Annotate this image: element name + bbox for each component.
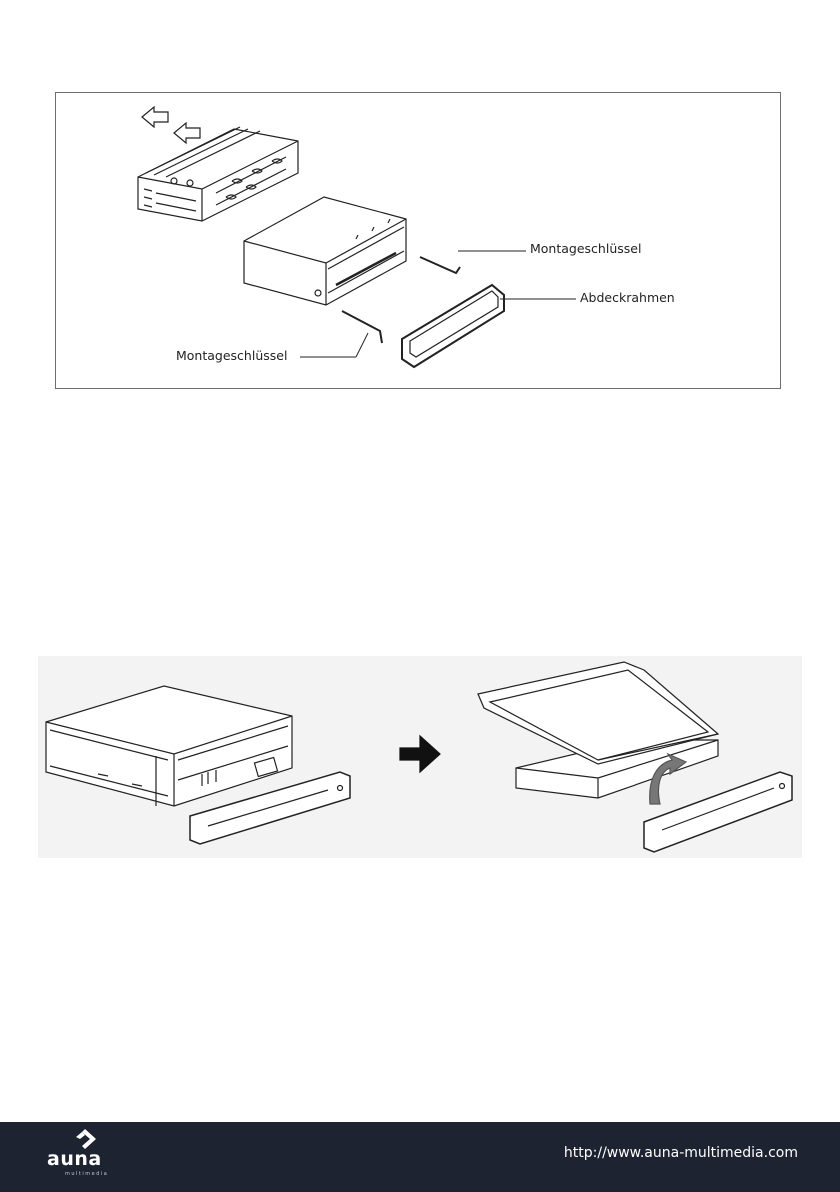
mounting-sleeve [138,127,298,221]
brand-subtitle: multimedia [65,1172,108,1177]
installation-diagram: Montageschlüssel Abdeckrahmen Montagesch… [55,92,781,389]
faceplate-into-case [644,772,792,852]
radio-unit [244,197,406,305]
brand-name: auna [47,1150,102,1169]
panel-removal-drawing [38,656,802,858]
installation-drawing [56,93,782,390]
frame-label: Abdeckrahmen [580,292,675,305]
trim-frame [402,285,504,367]
key-label-bottom: Montageschlüssel [176,350,287,363]
push-arrow-icon [142,107,200,143]
radio-unit-detached [46,686,292,806]
panel-removal-diagram [38,656,802,858]
storage-case [478,662,718,798]
auna-logo-icon [72,1128,98,1150]
key-label-top: Montageschlüssel [530,243,641,256]
next-step-arrow-icon [400,736,440,772]
website-link[interactable]: http://www.auna-multimedia.com [564,1146,798,1160]
